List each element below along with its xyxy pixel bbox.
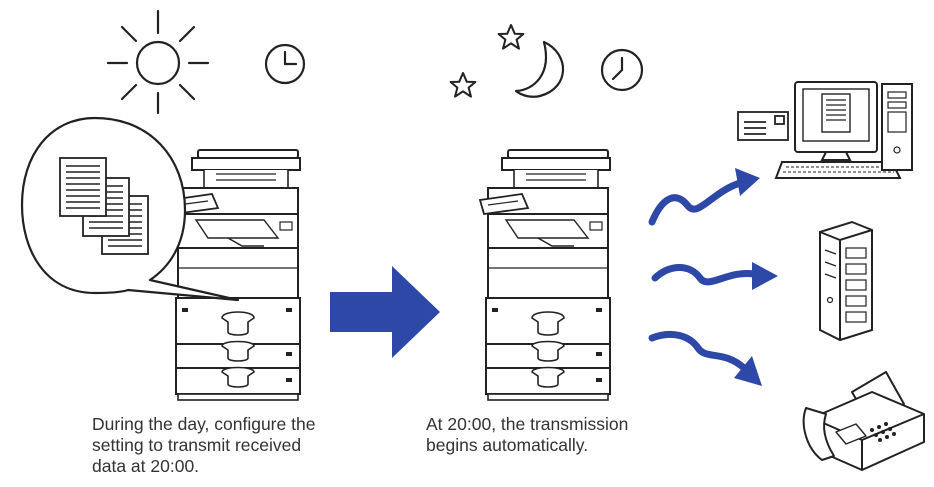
document-stack-icon [20,116,240,302]
day-caption-line: During the day, configure the [92,414,316,434]
star-icon [449,72,477,98]
day-clock-icon [264,43,306,85]
transmission-arrow-icon [734,356,762,386]
mfp-printer-icon [169,149,301,401]
sun-icon [106,9,210,115]
night-clock-icon [600,48,644,92]
night-caption-line: At 20:00, the transmission [426,414,629,434]
day-caption: During the day, configure the setting to… [92,414,315,477]
transmission-arrow-icon [735,168,760,196]
envelope-icon [737,111,789,141]
moon-icon [514,40,565,98]
transmission-arrow-icon [648,330,748,372]
mfp-printer-icon [479,149,611,401]
server-icon [819,220,873,342]
transmission-arrow-icon [752,262,778,290]
computer-icon [774,81,913,179]
transition-arrow-icon [330,266,440,358]
star-icon [497,24,525,50]
night-caption: At 20:00, the transmission begins automa… [426,414,628,456]
transmission-arrow-icon [651,264,758,286]
night-caption-line: begins automatically. [426,435,589,455]
fax-machine-icon [802,371,925,471]
day-caption-line: setting to transmit received [92,435,302,455]
transmission-arrow-icon [648,179,744,226]
day-caption-line: data at 20:00. [92,456,200,476]
